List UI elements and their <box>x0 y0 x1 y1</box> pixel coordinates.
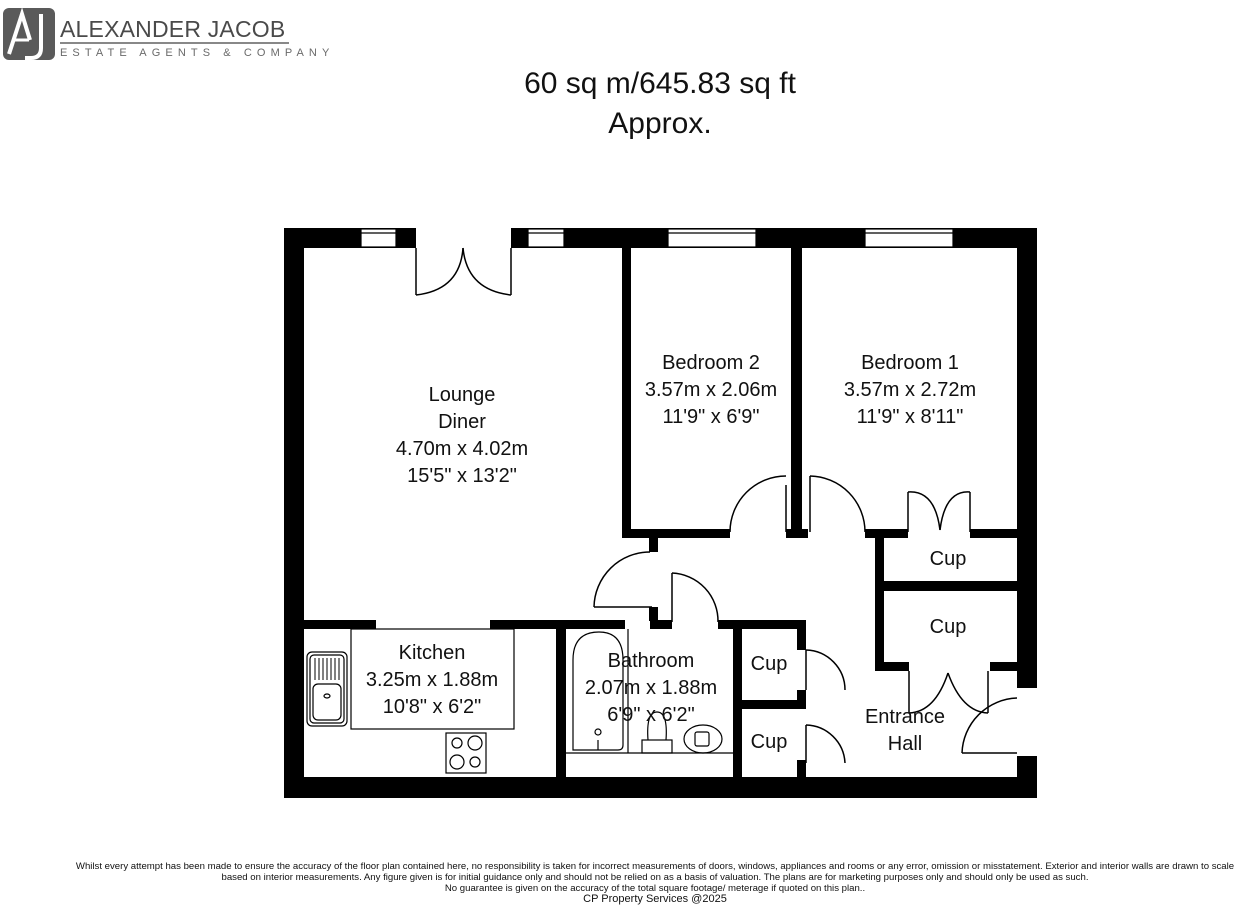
aj-monogram-icon <box>7 8 43 60</box>
hob-icon <box>445 732 487 774</box>
credit-line: CP Property Services @2025 <box>583 893 727 905</box>
room-name: Lounge <box>428 384 496 406</box>
room-metric-size: 2.07m x 1.88m <box>584 677 718 699</box>
logo-monogram <box>3 8 55 60</box>
logo-divider <box>60 42 289 44</box>
kitchen-fittings <box>306 628 515 774</box>
room-label-bathroom: Bathroom 2.07m x 1.88m 6'9" x 6'2" <box>585 648 717 729</box>
room-metric-size: 3.57m x 2.72m <box>843 379 977 401</box>
room-name: Hall <box>887 733 923 755</box>
room-name: Bathroom <box>607 650 695 672</box>
room-imperial-size: 10'8" x 6'2" <box>382 696 482 718</box>
sink-icon <box>306 651 348 727</box>
basin-icon <box>683 724 723 754</box>
room-label-lounge-diner: Lounge Diner 4.70m x 4.02m 15'5" x 13'2" <box>396 382 528 490</box>
cupboard-label: Cup <box>750 731 788 753</box>
windows <box>360 228 954 248</box>
disclaimer-line-2: based on interior measurements. Any figu… <box>221 872 1089 883</box>
cupboard-label: Cup <box>929 616 967 638</box>
room-imperial-size: 11'9" x 8'11" <box>856 406 964 428</box>
room-label-bedroom-1: Bedroom 1 3.57m x 2.72m 11'9" x 8'11" <box>844 350 976 431</box>
bathroom-fittings <box>566 629 733 754</box>
room-label-entrance-hall: Entrance Hall <box>865 704 945 758</box>
disclaimer-line-3: No guarantee is given on the accuracy of… <box>444 883 866 894</box>
disclaimer-line-1: Whilst every attempt has been made to en… <box>75 861 1235 872</box>
room-name: Bedroom 2 <box>662 352 760 374</box>
toilet-icon <box>641 739 673 754</box>
logo-tagline: ESTATE AGENTS & COMPANY <box>60 47 335 59</box>
total-area: 60 sq m/645.83 sq ft <box>524 67 796 100</box>
room-name: Entrance <box>864 706 946 728</box>
doors <box>415 247 1018 764</box>
cupboard-label: Cup <box>750 653 788 675</box>
bath-icon <box>572 631 624 751</box>
room-label-bedroom-2: Bedroom 2 3.57m x 2.06m 11'9" x 6'9" <box>645 350 777 431</box>
room-imperial-size: 11'9" x 6'9" <box>662 406 760 428</box>
room-name: Kitchen <box>398 642 466 664</box>
room-name: Bedroom 1 <box>861 352 959 374</box>
room-imperial-size: 15'5" x 13'2" <box>407 465 517 487</box>
logo-name: ALEXANDER JACOB <box>60 16 286 42</box>
room-label-kitchen: Kitchen 3.25m x 1.88m 10'8" x 6'2" <box>366 640 498 721</box>
kitchen-worktop <box>350 628 515 730</box>
approx-label: Approx. <box>608 107 712 140</box>
room-metric-size: 4.70m x 4.02m <box>395 438 529 460</box>
room-imperial-size: 6'9" x 6'2" <box>607 704 695 726</box>
cupboard-label: Cup <box>929 548 967 570</box>
room-name: Diner <box>438 411 486 433</box>
room-metric-size: 3.25m x 1.88m <box>365 669 499 691</box>
room-metric-size: 3.57m x 2.06m <box>644 379 778 401</box>
